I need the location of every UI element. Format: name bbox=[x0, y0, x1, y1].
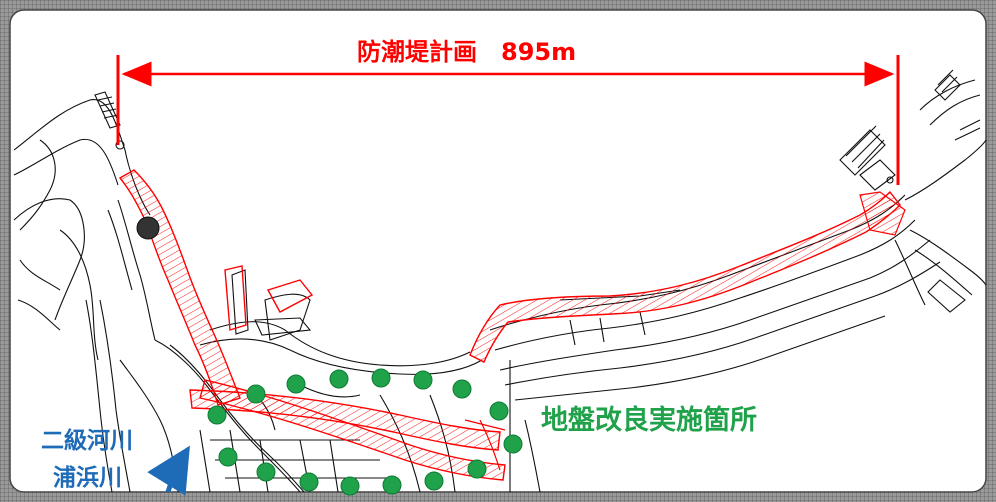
improvement-point bbox=[503, 434, 523, 454]
improvement-point bbox=[489, 401, 509, 421]
base-map-linework bbox=[13, 69, 987, 493]
improvement-point bbox=[218, 447, 238, 467]
seawall-plan bbox=[118, 169, 906, 481]
improvement-point bbox=[424, 471, 444, 491]
improvement-point bbox=[413, 370, 433, 390]
improvement-point bbox=[371, 368, 391, 388]
improvement-point bbox=[299, 472, 319, 492]
ground-improvement-label: 地盤改良実施箇所 bbox=[541, 405, 757, 436]
seawall-plan-title: 防潮堤計画 895m bbox=[357, 38, 577, 66]
improvement-point bbox=[467, 459, 487, 479]
dimension-line bbox=[116, 55, 900, 185]
improvement-point bbox=[340, 476, 360, 496]
river-name-label: 浦浜川 bbox=[53, 465, 122, 491]
ground-improvement-points bbox=[207, 368, 523, 496]
improvement-point bbox=[329, 369, 349, 389]
improvement-point bbox=[256, 462, 276, 482]
river-class-label: 二級河川 bbox=[41, 428, 133, 454]
improvement-point bbox=[246, 384, 266, 404]
improvement-point bbox=[452, 379, 472, 399]
improvement-point bbox=[286, 374, 306, 394]
improvement-point bbox=[207, 405, 227, 425]
improvement-point bbox=[382, 475, 402, 495]
river-flow-arrow bbox=[147, 445, 190, 496]
